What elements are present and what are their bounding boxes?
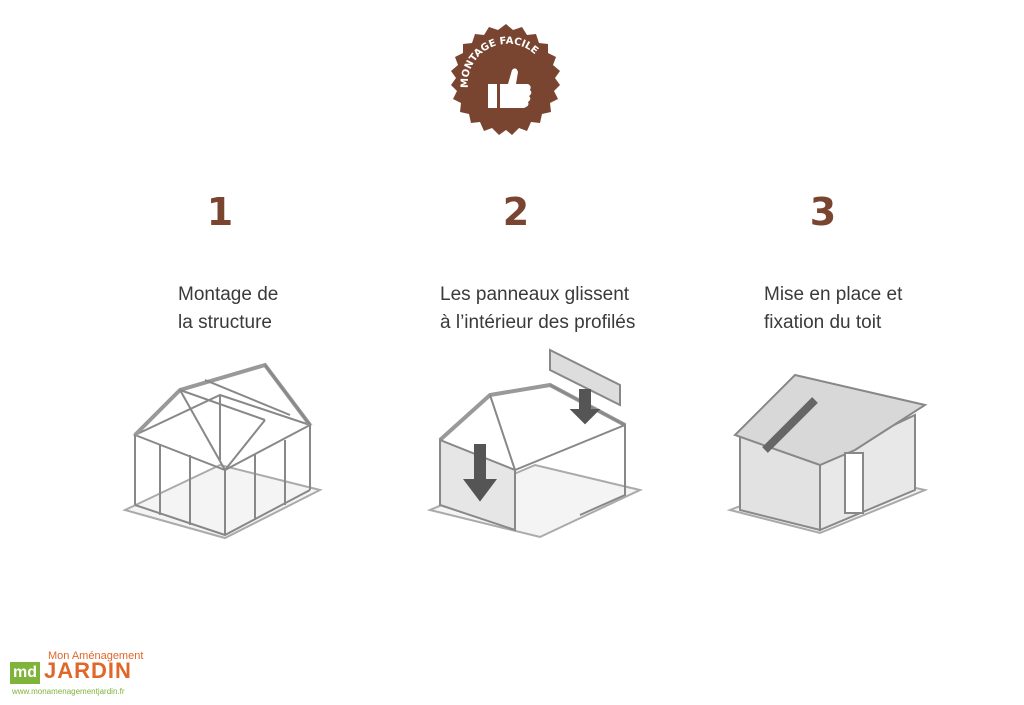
step-3-number: 3 bbox=[809, 190, 837, 234]
step-1-number: 1 bbox=[206, 190, 234, 234]
thumbs-up-icon bbox=[488, 68, 532, 108]
panels-sliding-illustration bbox=[426, 348, 644, 539]
roof-fixing-illustration bbox=[726, 373, 929, 535]
step-2-number: 2 bbox=[502, 190, 530, 234]
greenhouse-frame-illustration bbox=[122, 362, 323, 540]
mon-amenagement-jardin-logo: Mon Aménagement md JARDIN www.monamenage… bbox=[10, 650, 144, 696]
montage-facile-badge: MONTAGE FACILE bbox=[451, 24, 560, 135]
